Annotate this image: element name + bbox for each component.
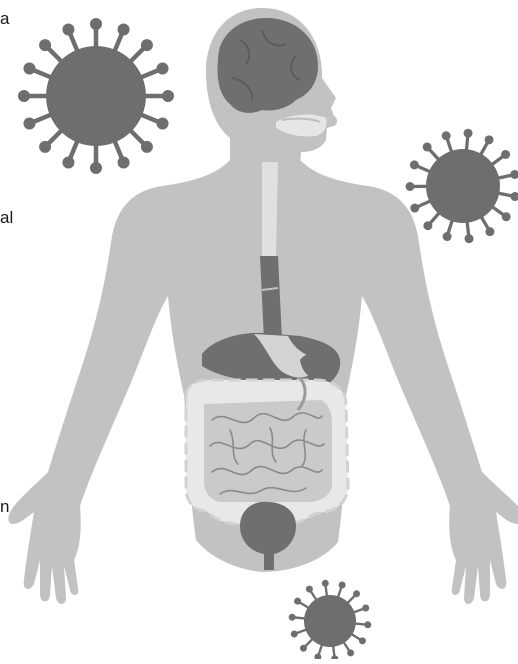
virus-body	[46, 46, 146, 146]
virus-spike-knob	[364, 621, 371, 628]
virus-spike-knob	[423, 221, 432, 230]
virus-spike-knob	[141, 141, 153, 153]
virus-spike-knob	[501, 150, 510, 159]
virus-spike-knob	[157, 62, 169, 74]
virus-icon	[289, 580, 372, 659]
virus-icon	[406, 129, 518, 243]
virus-spike-knob	[359, 637, 366, 644]
virus-spike-knob	[502, 212, 511, 221]
virus-spike-knob	[443, 232, 452, 241]
virus-spike-knob	[510, 170, 518, 179]
virus-spike-knob	[118, 157, 130, 169]
virus-spike-knob	[39, 39, 51, 51]
virus-spike-knob	[322, 580, 329, 587]
label-fragment-middle: al	[0, 209, 13, 226]
virus-spike-knob	[118, 23, 130, 35]
virus-body	[426, 149, 500, 223]
virus-spike-knob	[410, 160, 419, 169]
virus-spike-knob	[331, 655, 338, 659]
virus-spike-knob	[90, 18, 102, 30]
virus-spike-knob	[314, 654, 321, 659]
virus-spike-knob	[141, 39, 153, 51]
label-fragment-top: a	[0, 10, 9, 27]
virus-spike-knob	[62, 157, 74, 169]
virus-spike-knob	[510, 192, 518, 201]
virus-spike-knob	[485, 227, 494, 236]
virus-spike-knob	[406, 182, 415, 191]
virus-spike-knob	[162, 90, 174, 102]
virus-spike-knob	[289, 614, 296, 621]
virus-spike-knob	[465, 234, 474, 243]
virus-spike-knob	[410, 204, 419, 213]
virus-spike-knob	[347, 649, 354, 656]
virus-spike-knob	[442, 131, 451, 140]
virus-spike-knob	[294, 598, 301, 605]
virus-spike-knob	[353, 590, 360, 597]
virus-spike-knob	[339, 581, 346, 588]
virus-spike-knob	[39, 141, 51, 153]
virus-spike-knob	[306, 586, 313, 593]
virus-spike-knob	[23, 118, 35, 130]
esophagus-upper	[262, 162, 278, 256]
virus-spike-knob	[62, 23, 74, 35]
virus-spike-knob	[23, 62, 35, 74]
virus-spike-knob	[464, 129, 473, 138]
virus-body	[304, 595, 356, 647]
virus-spike-knob	[423, 142, 432, 151]
virus-spike-knob	[362, 605, 369, 612]
virus-spike-knob	[300, 645, 307, 652]
virus-spike-knob	[157, 118, 169, 130]
virus-spike-knob	[291, 630, 298, 637]
label-fragment-bottom: n	[0, 498, 9, 515]
virus-spike-knob	[18, 90, 30, 102]
virus-spike-knob	[90, 162, 102, 174]
virus-spike-knob	[485, 135, 494, 144]
virus-icon	[18, 18, 174, 174]
